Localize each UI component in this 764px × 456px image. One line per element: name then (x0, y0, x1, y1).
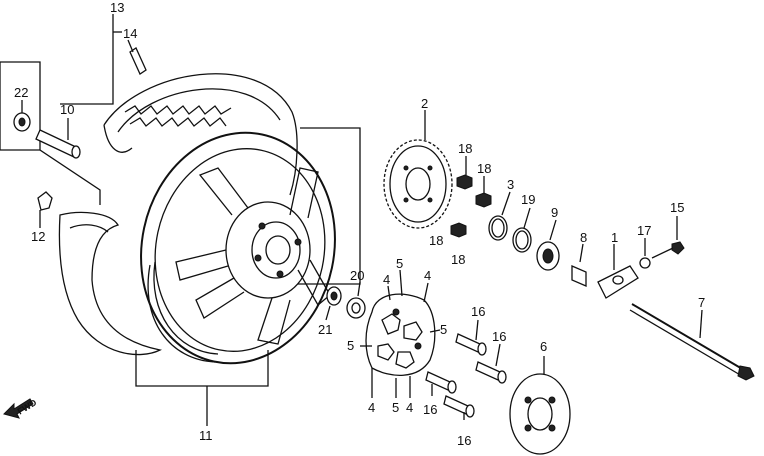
seal-parts (325, 281, 366, 321)
callout-11: 11 (199, 428, 213, 443)
group-bracket-lines (0, 14, 361, 426)
callout-4-b: 4 (424, 268, 431, 283)
callout-3: 3 (507, 177, 514, 192)
callout-22: 22 (14, 85, 28, 100)
forward-direction-label: FWD (16, 397, 39, 417)
brake-disc-part (509, 356, 571, 455)
callout-4-c: 4 (368, 400, 375, 415)
callout-18-d: 18 (451, 252, 465, 267)
callout-14: 14 (123, 26, 137, 41)
wheel-rim-part (140, 131, 336, 365)
callout-7: 7 (698, 295, 705, 310)
callout-numbers: 13 14 22 10 12 11 2 18 18 18 18 3 19 9 8… (14, 0, 705, 448)
callout-5-a: 5 (396, 256, 403, 271)
callout-12: 12 (31, 229, 45, 244)
callout-16-b: 16 (492, 329, 506, 344)
callout-4-a: 4 (383, 272, 390, 287)
callout-13: 13 (110, 0, 124, 15)
clip-part (37, 191, 53, 228)
callout-1: 1 (611, 230, 618, 245)
callout-15: 15 (670, 200, 684, 215)
callout-16-d: 16 (457, 433, 471, 448)
callout-18-b: 18 (477, 161, 491, 176)
ring-and-bearing-parts (488, 191, 560, 271)
callout-8: 8 (580, 230, 587, 245)
callout-20: 20 (350, 268, 364, 283)
nut-parts (450, 156, 492, 238)
forward-arrow-icon (3, 398, 34, 419)
callout-4-d: 4 (406, 400, 413, 415)
callout-5-b: 5 (440, 322, 447, 337)
axle-part (629, 303, 755, 381)
collar-and-sleeve-parts (13, 100, 81, 159)
callout-21: 21 (318, 322, 332, 337)
callout-2: 2 (421, 96, 428, 111)
inner-tube-part (58, 211, 162, 356)
callout-6: 6 (540, 339, 547, 354)
callout-10: 10 (60, 102, 74, 117)
stud-parts (425, 319, 507, 420)
callout-18-c: 18 (429, 233, 443, 248)
callout-19: 19 (521, 192, 535, 207)
tire-part (103, 73, 298, 196)
damper-holder-part (360, 269, 441, 398)
callout-9: 9 (551, 205, 558, 220)
callout-16-a: 16 (471, 304, 485, 319)
callout-17: 17 (637, 223, 651, 238)
callout-5-d: 5 (392, 400, 399, 415)
callout-18-a: 18 (458, 141, 472, 156)
sprocket-part (383, 110, 453, 229)
valve-part (127, 39, 147, 75)
adjuster-parts (571, 216, 685, 299)
callout-16-c: 16 (423, 402, 437, 417)
callout-5-c: 5 (347, 338, 354, 353)
